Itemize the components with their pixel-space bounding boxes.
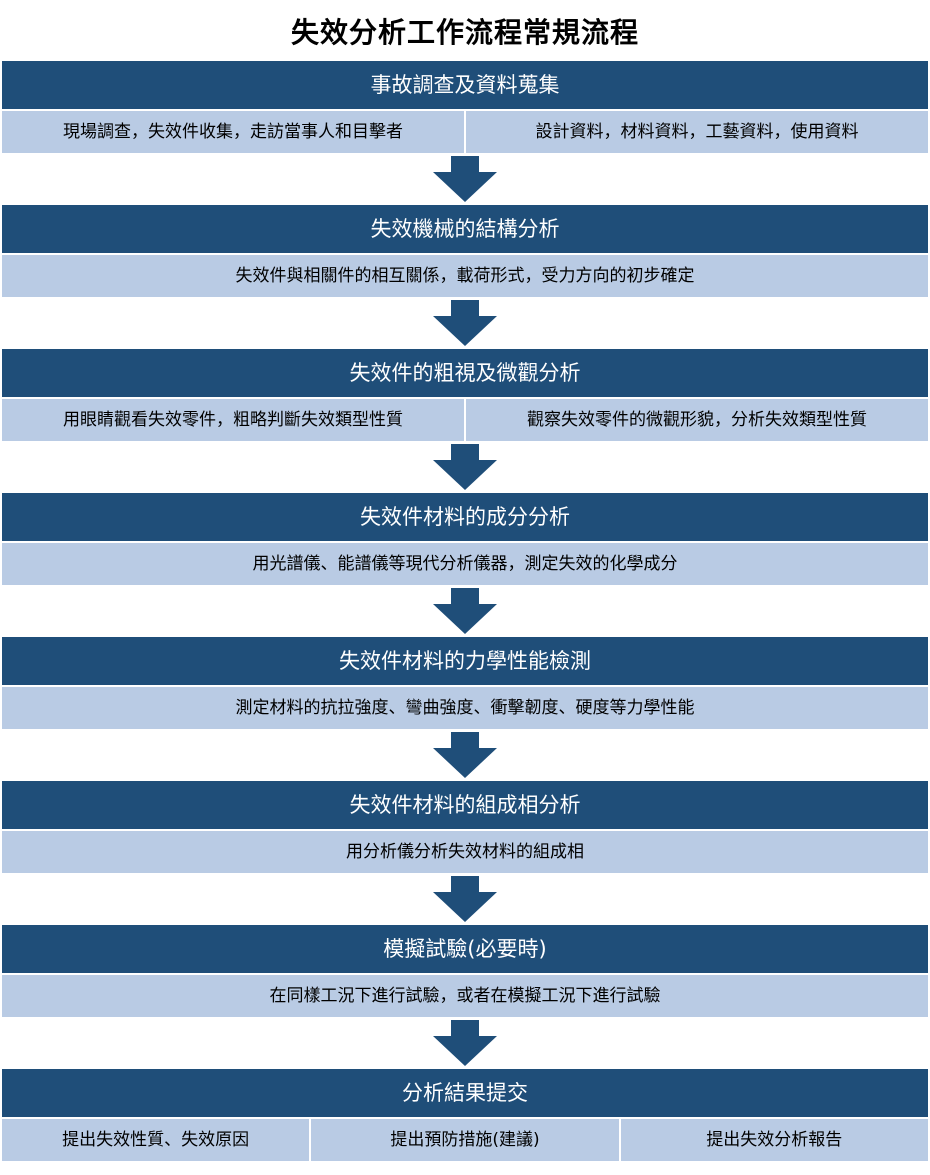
step-detail: 用分析儀分析失效材料的組成相 bbox=[2, 831, 928, 873]
step-details: 在同樣工況下進行試驗，或者在模擬工況下進行試驗 bbox=[2, 975, 928, 1017]
page-title: 失效分析工作流程常規流程 bbox=[290, 16, 639, 49]
step-detail: 觀察失效零件的微觀形貌，分析失效類型性質 bbox=[466, 399, 928, 441]
step-header: 失效機械的結構分析 bbox=[2, 205, 928, 253]
down-arrow-icon bbox=[2, 873, 928, 925]
step-details: 現場調查，失效件收集，走訪當事人和目擊者設計資料，材料資料，工藝資料，使用資料 bbox=[2, 111, 928, 153]
step-header: 失效件材料的組成相分析 bbox=[2, 781, 928, 829]
step-detail: 用光譜儀、能譜儀等現代分析儀器，測定失效的化學成分 bbox=[2, 543, 928, 585]
down-arrow-icon bbox=[2, 441, 928, 493]
step-details: 用分析儀分析失效材料的組成相 bbox=[2, 831, 928, 873]
step-header: 失效件的粗視及微觀分析 bbox=[2, 349, 928, 397]
step-details: 失效件與相關件的相互關係，載荷形式，受力方向的初步確定 bbox=[2, 255, 928, 297]
step-header: 失效件材料的成分分析 bbox=[2, 493, 928, 541]
step-detail: 失效件與相關件的相互關係，載荷形式，受力方向的初步確定 bbox=[2, 255, 928, 297]
step-header: 失效件材料的力學性能檢測 bbox=[2, 637, 928, 685]
down-arrow-icon bbox=[2, 585, 928, 637]
flow-step: 失效件材料的成分分析用光譜儀、能譜儀等現代分析儀器，測定失效的化學成分 bbox=[2, 493, 928, 585]
down-arrow-icon bbox=[2, 153, 928, 205]
down-arrow-icon bbox=[2, 297, 928, 349]
step-detail: 現場調查，失效件收集，走訪當事人和目擊者 bbox=[2, 111, 464, 153]
flow-step: 分析結果提交提出失效性質、失效原因提出預防措施(建議)提出失效分析報告 bbox=[2, 1069, 928, 1161]
step-detail: 提出失效分析報告 bbox=[620, 1119, 928, 1161]
flow-step: 失效機械的結構分析失效件與相關件的相互關係，載荷形式，受力方向的初步確定 bbox=[2, 205, 928, 297]
step-details: 用眼睛觀看失效零件，粗略判斷失效類型性質觀察失效零件的微觀形貌，分析失效類型性質 bbox=[2, 399, 928, 441]
step-header: 事故調查及資料蒐集 bbox=[2, 61, 928, 109]
flow-step: 模擬試驗(必要時)在同樣工況下進行試驗，或者在模擬工況下進行試驗 bbox=[2, 925, 928, 1017]
step-details: 用光譜儀、能譜儀等現代分析儀器，測定失效的化學成分 bbox=[2, 543, 928, 585]
step-details: 測定材料的抗拉強度、彎曲強度、衝擊韌度、硬度等力學性能 bbox=[2, 687, 928, 729]
step-detail: 測定材料的抗拉強度、彎曲強度、衝擊韌度、硬度等力學性能 bbox=[2, 687, 928, 729]
step-detail: 在同樣工況下進行試驗，或者在模擬工況下進行試驗 bbox=[2, 975, 928, 1017]
down-arrow-icon bbox=[2, 1017, 928, 1069]
flow-step: 失效件材料的組成相分析用分析儀分析失效材料的組成相 bbox=[2, 781, 928, 873]
flow-step: 失效件材料的力學性能檢測測定材料的抗拉強度、彎曲強度、衝擊韌度、硬度等力學性能 bbox=[2, 637, 928, 729]
step-detail: 用眼睛觀看失效零件，粗略判斷失效類型性質 bbox=[2, 399, 464, 441]
flow-step: 事故調查及資料蒐集現場調查，失效件收集，走訪當事人和目擊者設計資料，材料資料，工… bbox=[2, 61, 928, 153]
step-header: 分析結果提交 bbox=[2, 1069, 928, 1117]
flowchart: 事故調查及資料蒐集現場調查，失效件收集，走訪當事人和目擊者設計資料，材料資料，工… bbox=[2, 61, 928, 1161]
step-detail: 提出失效性質、失效原因 bbox=[2, 1119, 310, 1161]
step-detail: 提出預防措施(建議) bbox=[311, 1119, 619, 1161]
step-details: 提出失效性質、失效原因提出預防措施(建議)提出失效分析報告 bbox=[2, 1119, 928, 1161]
step-detail: 設計資料，材料資料，工藝資料，使用資料 bbox=[466, 111, 928, 153]
down-arrow-icon bbox=[2, 729, 928, 781]
flow-step: 失效件的粗視及微觀分析用眼睛觀看失效零件，粗略判斷失效類型性質觀察失效零件的微觀… bbox=[2, 349, 928, 441]
step-header: 模擬試驗(必要時) bbox=[2, 925, 928, 973]
